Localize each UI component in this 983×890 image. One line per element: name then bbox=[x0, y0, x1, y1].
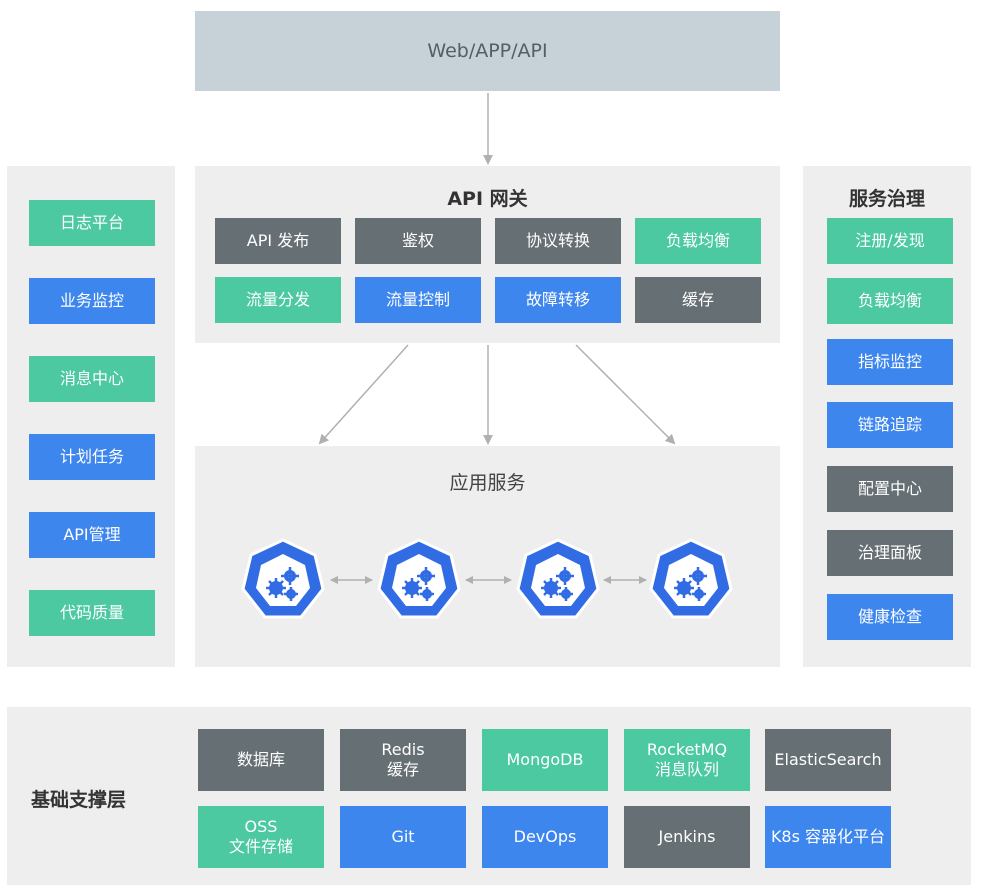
arrow-gateway-to-app-right bbox=[575, 344, 676, 445]
governance-item-dashboard: 治理面板 bbox=[827, 530, 953, 576]
governance-item-health-check: 健康检查 bbox=[827, 594, 953, 640]
gateway-item-auth: 鉴权 bbox=[355, 218, 481, 264]
infra-item-elasticsearch: ElasticSearch bbox=[765, 729, 891, 791]
client-label: Web/APP/API bbox=[427, 40, 548, 62]
infra-item-mongodb: MongoDB bbox=[482, 729, 608, 791]
governance-title: 服务治理 bbox=[848, 188, 925, 210]
infra-item-git: Git bbox=[340, 806, 466, 868]
infra-item-database: 数据库 bbox=[198, 729, 324, 791]
left-sidebar bbox=[7, 166, 175, 667]
governance-item-registry: 注册/发现 bbox=[827, 218, 953, 264]
infra-item-k8s-platform: K8s 容器化平台 bbox=[765, 806, 891, 868]
sidebar-item-business-monitor: 业务监控 bbox=[29, 278, 155, 324]
governance-item-config-center: 配置中心 bbox=[827, 466, 953, 512]
infra-item-rocketmq: RocketMQ 消息队列 bbox=[624, 729, 750, 791]
gateway-item-api-publish: API 发布 bbox=[215, 218, 341, 264]
client-layer: Web/APP/API bbox=[195, 11, 780, 91]
infrastructure-title: 基础支撑层 bbox=[31, 789, 127, 811]
governance-item-tracing: 链路追踪 bbox=[827, 402, 953, 448]
k8s-service-icon bbox=[377, 538, 461, 619]
gateway-item-traffic-control: 流量控制 bbox=[355, 277, 481, 323]
sidebar-item-scheduled-tasks: 计划任务 bbox=[29, 434, 155, 480]
sidebar-item-message-center: 消息中心 bbox=[29, 356, 155, 402]
gateway-item-traffic-distribution: 流量分发 bbox=[215, 277, 341, 323]
sidebar-item-code-quality: 代码质量 bbox=[29, 590, 155, 636]
sidebar-item-api-management: API管理 bbox=[29, 512, 155, 558]
infra-item-redis: Redis 缓存 bbox=[340, 729, 466, 791]
arrow-gateway-to-app-left bbox=[318, 344, 409, 445]
governance-item-load-balancing: 负载均衡 bbox=[827, 278, 953, 324]
k8s-service-icon bbox=[649, 538, 733, 619]
app-services-title: 应用服务 bbox=[449, 472, 526, 494]
k8s-service-icon bbox=[241, 538, 325, 619]
gateway-item-failover: 故障转移 bbox=[495, 277, 621, 323]
infra-item-oss: OSS 文件存储 bbox=[198, 806, 324, 868]
infra-item-jenkins: Jenkins bbox=[624, 806, 750, 868]
sidebar-item-log-platform: 日志平台 bbox=[29, 200, 155, 246]
gateway-item-cache: 缓存 bbox=[635, 277, 761, 323]
governance-item-metrics: 指标监控 bbox=[827, 339, 953, 385]
gateway-item-load-balancing: 负载均衡 bbox=[635, 218, 761, 264]
gateway-item-protocol-conversion: 协议转换 bbox=[495, 218, 621, 264]
k8s-service-icon bbox=[516, 538, 600, 619]
infra-item-devops: DevOps bbox=[482, 806, 608, 868]
api-gateway-title: API 网关 bbox=[447, 188, 528, 210]
